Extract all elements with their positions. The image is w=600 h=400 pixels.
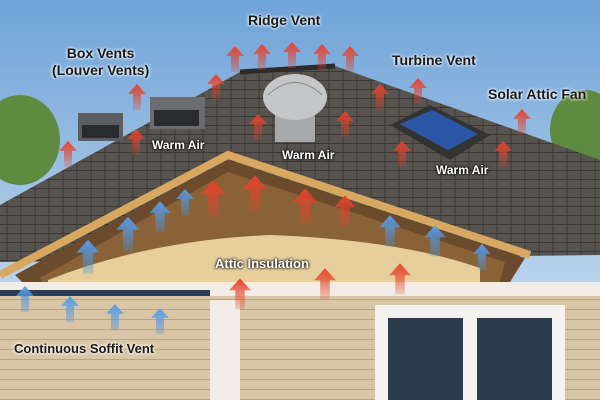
warm-air-label: Warm Air — [436, 163, 489, 177]
warm-air-arrow-icon — [393, 141, 411, 167]
warm-air-arrow-icon — [128, 84, 146, 110]
ridge-vent-label: Ridge Vent — [248, 12, 321, 28]
box-vents-title: Box Vents — [66, 45, 135, 61]
warm-air-arrow-icon — [494, 141, 512, 167]
warm-air-arrow-icon — [336, 111, 354, 137]
cool-air-arrow-icon — [473, 244, 491, 270]
warm-air-arrow-icon — [200, 180, 226, 217]
cool-air-arrow-icon — [16, 286, 34, 312]
cool-air-arrow-icon — [151, 308, 169, 334]
warm-air-arrow-icon — [313, 44, 331, 70]
warm-air-arrow-icon — [292, 188, 318, 225]
cool-air-arrow-icon — [424, 225, 446, 257]
warm-air-arrow-icon — [513, 109, 531, 135]
warm-air-arrow-icon — [283, 42, 301, 68]
turbine-vent — [263, 74, 327, 142]
warm-air-arrow-icon — [226, 46, 244, 72]
warm-air-arrow-icon — [242, 175, 268, 212]
box-vents-label: Box Vents(Louver Vents) — [52, 45, 149, 79]
warm-air-arrow-icon — [207, 74, 225, 100]
cool-air-arrow-icon — [149, 201, 171, 233]
solar-attic-fan — [390, 105, 490, 160]
cool-air-arrow-icon — [379, 215, 401, 247]
warm-air-arrow-icon — [59, 141, 77, 167]
cool-air-arrow-icon — [176, 189, 194, 215]
tree-left — [0, 95, 60, 185]
soffit-vent-label: Continuous Soffit Vent — [14, 341, 155, 356]
warm-air-arrow-icon — [371, 84, 389, 110]
warm-air-arrow-icon — [334, 195, 356, 227]
solar-fan-label: Solar Attic Fan — [488, 86, 587, 102]
attic-insulation — [48, 235, 480, 290]
warm-air-arrow-icon — [253, 44, 271, 70]
attic-insulation-label: Attic Insulation — [215, 256, 309, 271]
cool-air-arrow-icon — [116, 216, 140, 251]
warm-air-arrow-icon — [127, 129, 145, 155]
cool-air-arrow-icon — [76, 239, 100, 274]
warm-air-label: Warm Air — [152, 138, 205, 152]
wall-trim — [210, 300, 240, 400]
box-vent-left — [78, 113, 123, 141]
warm-air-arrow-icon — [229, 278, 251, 310]
warm-air-arrow-icon — [341, 46, 359, 72]
soffit-vent-strip — [0, 290, 210, 296]
warm-air-arrow-icon — [249, 114, 267, 140]
warm-air-arrow-icon — [389, 263, 411, 295]
cool-air-arrow-icon — [61, 296, 79, 322]
cool-air-arrow-icon — [106, 304, 124, 330]
warm-air-arrow-icon — [409, 78, 427, 104]
roof-rafter — [0, 150, 532, 279]
window-pane-left — [388, 318, 463, 400]
window-pane-right — [477, 318, 552, 400]
turbine-vent-label: Turbine Vent — [392, 52, 476, 68]
box-vent-right — [150, 97, 205, 129]
warm-air-arrow-icon — [314, 268, 336, 300]
box-vents-subtitle: (Louver Vents) — [52, 62, 150, 78]
warm-air-label: Warm Air — [282, 148, 335, 162]
